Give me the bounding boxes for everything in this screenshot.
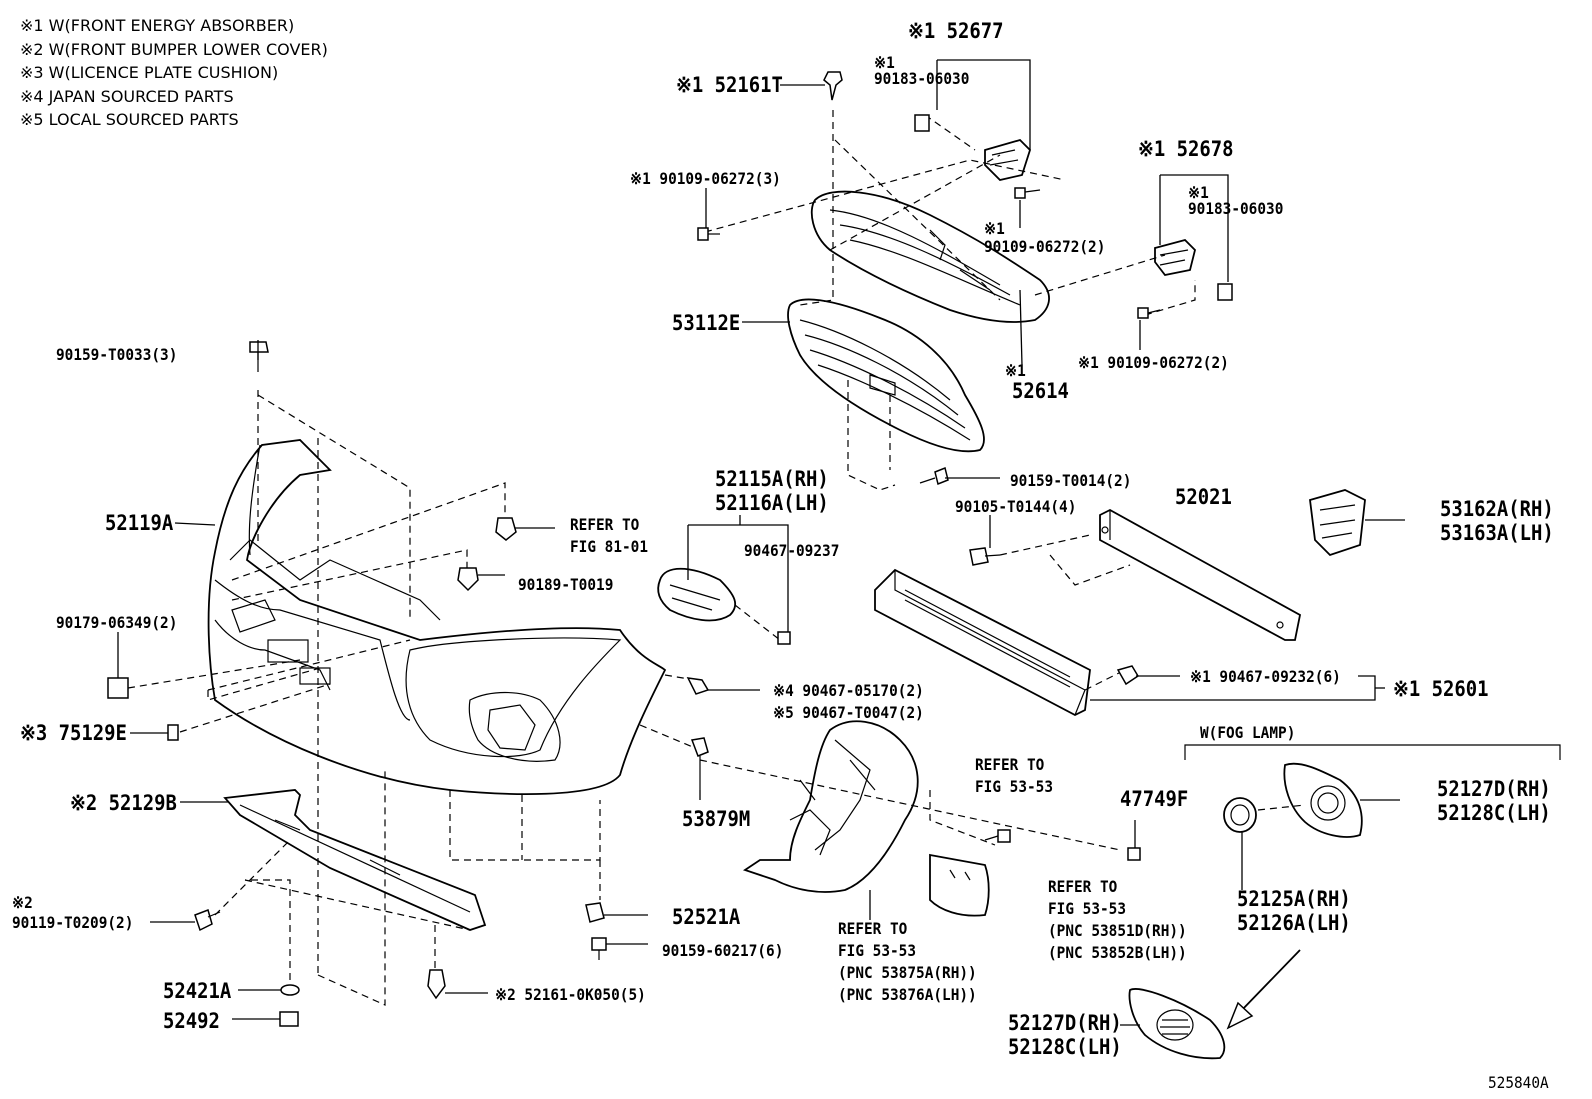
label-52119A: 52119A — [105, 511, 174, 535]
label-refer-to: REFER TO — [838, 919, 908, 938]
label-pnc-53852B: (PNC 53852B(LH)) — [1048, 943, 1187, 962]
legend: ※1 W(FRONT ENERGY ABSORBER) ※2 W(FRONT B… — [20, 14, 328, 132]
label-90183-06030-b: 90183-06030 — [1188, 199, 1284, 218]
label-90189-T0019: 90189-T0019 — [518, 575, 614, 594]
label-52128C-a: 52128C(LH) — [1437, 801, 1551, 825]
leader-lines — [117, 59, 1405, 1026]
label-90159-60217: 90159-60217(6) — [662, 941, 784, 960]
label-52677: ※1 52677 — [908, 19, 1004, 43]
label-75129E: ※3 75129E — [20, 721, 127, 745]
label-52678: ※1 52678 — [1138, 137, 1234, 161]
energy-absorber-52601 — [874, 568, 1091, 717]
label-52127D-a: 52127D(RH) — [1437, 777, 1551, 801]
reinforcement-52021 — [1099, 508, 1302, 641]
label-mark: ※1 — [1005, 361, 1026, 380]
label-pnc-53875A: (PNC 53875A(RH)) — [838, 963, 977, 982]
legend-item: ※3 W(LICENCE PLATE CUSHION) — [20, 63, 279, 82]
label-47749F: 47749F — [1120, 787, 1189, 811]
label-53879M: 53879M — [682, 807, 751, 831]
figure-id: 525840A — [1488, 1073, 1549, 1092]
bracket-53162A — [1309, 489, 1366, 557]
label-52492: 52492 — [163, 1009, 220, 1033]
bumper-mount-guides — [127, 390, 701, 1006]
lower-cover-52129B — [223, 789, 487, 931]
legend-item: ※4 JAPAN SOURCED PARTS — [20, 86, 234, 106]
label-52126A: 52126A(LH) — [1237, 911, 1351, 935]
label-52127D-b: 52127D(RH) — [1008, 1011, 1122, 1035]
legend-item: ※2 W(FRONT BUMPER LOWER COVER) — [20, 39, 328, 59]
label-pnc-53851D: (PNC 53851D(RH)) — [1048, 921, 1187, 940]
label-90179-06349: 90179-06349(2) — [56, 613, 178, 632]
fog-lamp-ring — [1223, 797, 1257, 833]
bracket-52678 — [1154, 238, 1233, 301]
label-52125A: 52125A(RH) — [1237, 887, 1351, 911]
label-52129B: ※2 52129B — [70, 791, 177, 815]
label-mark: ※2 — [12, 893, 33, 912]
label-52161T: ※1 52161T — [676, 73, 783, 97]
label-fig-53-53: FIG 53-53 — [1048, 899, 1127, 918]
bracket-52677 — [914, 114, 1032, 181]
legend-item: ※5 LOCAL SOURCED PARTS — [20, 110, 239, 129]
label-fig-81-01: FIG 81-01 — [570, 537, 649, 556]
label-53162A: 53162A(RH) — [1440, 497, 1554, 521]
label-fog-lamp: W(FOG LAMP) — [1200, 723, 1296, 742]
label-fig-53-53: FIG 53-53 — [838, 941, 917, 960]
label-90467-05170: ※4 90467-05170(2) — [773, 681, 924, 700]
label-52021: 52021 — [1175, 485, 1232, 509]
label-90159-T0033: 90159-T0033(3) — [56, 345, 178, 364]
arrow — [1226, 949, 1301, 1030]
label-mark: ※1 — [874, 53, 895, 72]
label-pnc-53876A: (PNC 53876A(LH)) — [838, 985, 977, 1004]
legend-item: ※1 W(FRONT ENERGY ABSORBER) — [20, 16, 295, 35]
fasteners — [107, 71, 1161, 1027]
label-refer-to: REFER TO — [975, 755, 1045, 774]
label-refer-to: REFER TO — [1048, 877, 1118, 896]
label-90467-09232: ※1 90467-09232(6) — [1190, 667, 1341, 686]
label-90109-06272-3: ※1 90109-06272(3) — [630, 169, 781, 188]
label-mark: ※1 — [984, 219, 1005, 238]
fender-liner — [742, 720, 919, 893]
label-refer-to: REFER TO — [570, 515, 640, 534]
label-90109-06272-2-b: ※1 90109-06272(2) — [1078, 353, 1229, 372]
label-52421A: 52421A — [163, 979, 232, 1003]
label-mark: ※1 — [1188, 183, 1209, 202]
label-90109-06272-2-a: 90109-06272(2) — [984, 237, 1106, 256]
label-90467-09237: 90467-09237 — [744, 541, 840, 560]
label-52128C-b: 52128C(LH) — [1008, 1035, 1122, 1059]
label-53112E: 53112E — [672, 311, 741, 335]
label-52116A: 52116A(LH) — [715, 491, 829, 515]
mud-flap — [929, 853, 990, 917]
label-53163A: 53163A(LH) — [1440, 521, 1554, 545]
label-52161-0K050: ※2 52161-0K050(5) — [495, 985, 646, 1004]
label-90159-T0014: 90159-T0014(2) — [1010, 471, 1132, 490]
label-90183-06030-a: 90183-06030 — [874, 69, 970, 88]
label-52601: ※1 52601 — [1393, 677, 1489, 701]
label-52521A: 52521A — [672, 905, 741, 929]
label-90467-T0047: ※5 90467-T0047(2) — [773, 703, 924, 722]
fog-lamp-bezel-upper — [1283, 762, 1363, 838]
fog-lamp-bezel-lower — [1128, 988, 1226, 1060]
label-90105-T0144: 90105-T0144(4) — [955, 497, 1077, 516]
label-fig-53-53: FIG 53-53 — [975, 777, 1054, 796]
upper-grille-frame — [810, 190, 1050, 323]
front-bumper-cover — [207, 439, 667, 795]
grille-53112E — [787, 298, 985, 453]
side-bracket — [657, 567, 737, 622]
label-52115A: 52115A(RH) — [715, 467, 829, 491]
label-52614: 52614 — [1012, 379, 1069, 403]
label-90119-T0209: 90119-T0209(2) — [12, 913, 134, 932]
